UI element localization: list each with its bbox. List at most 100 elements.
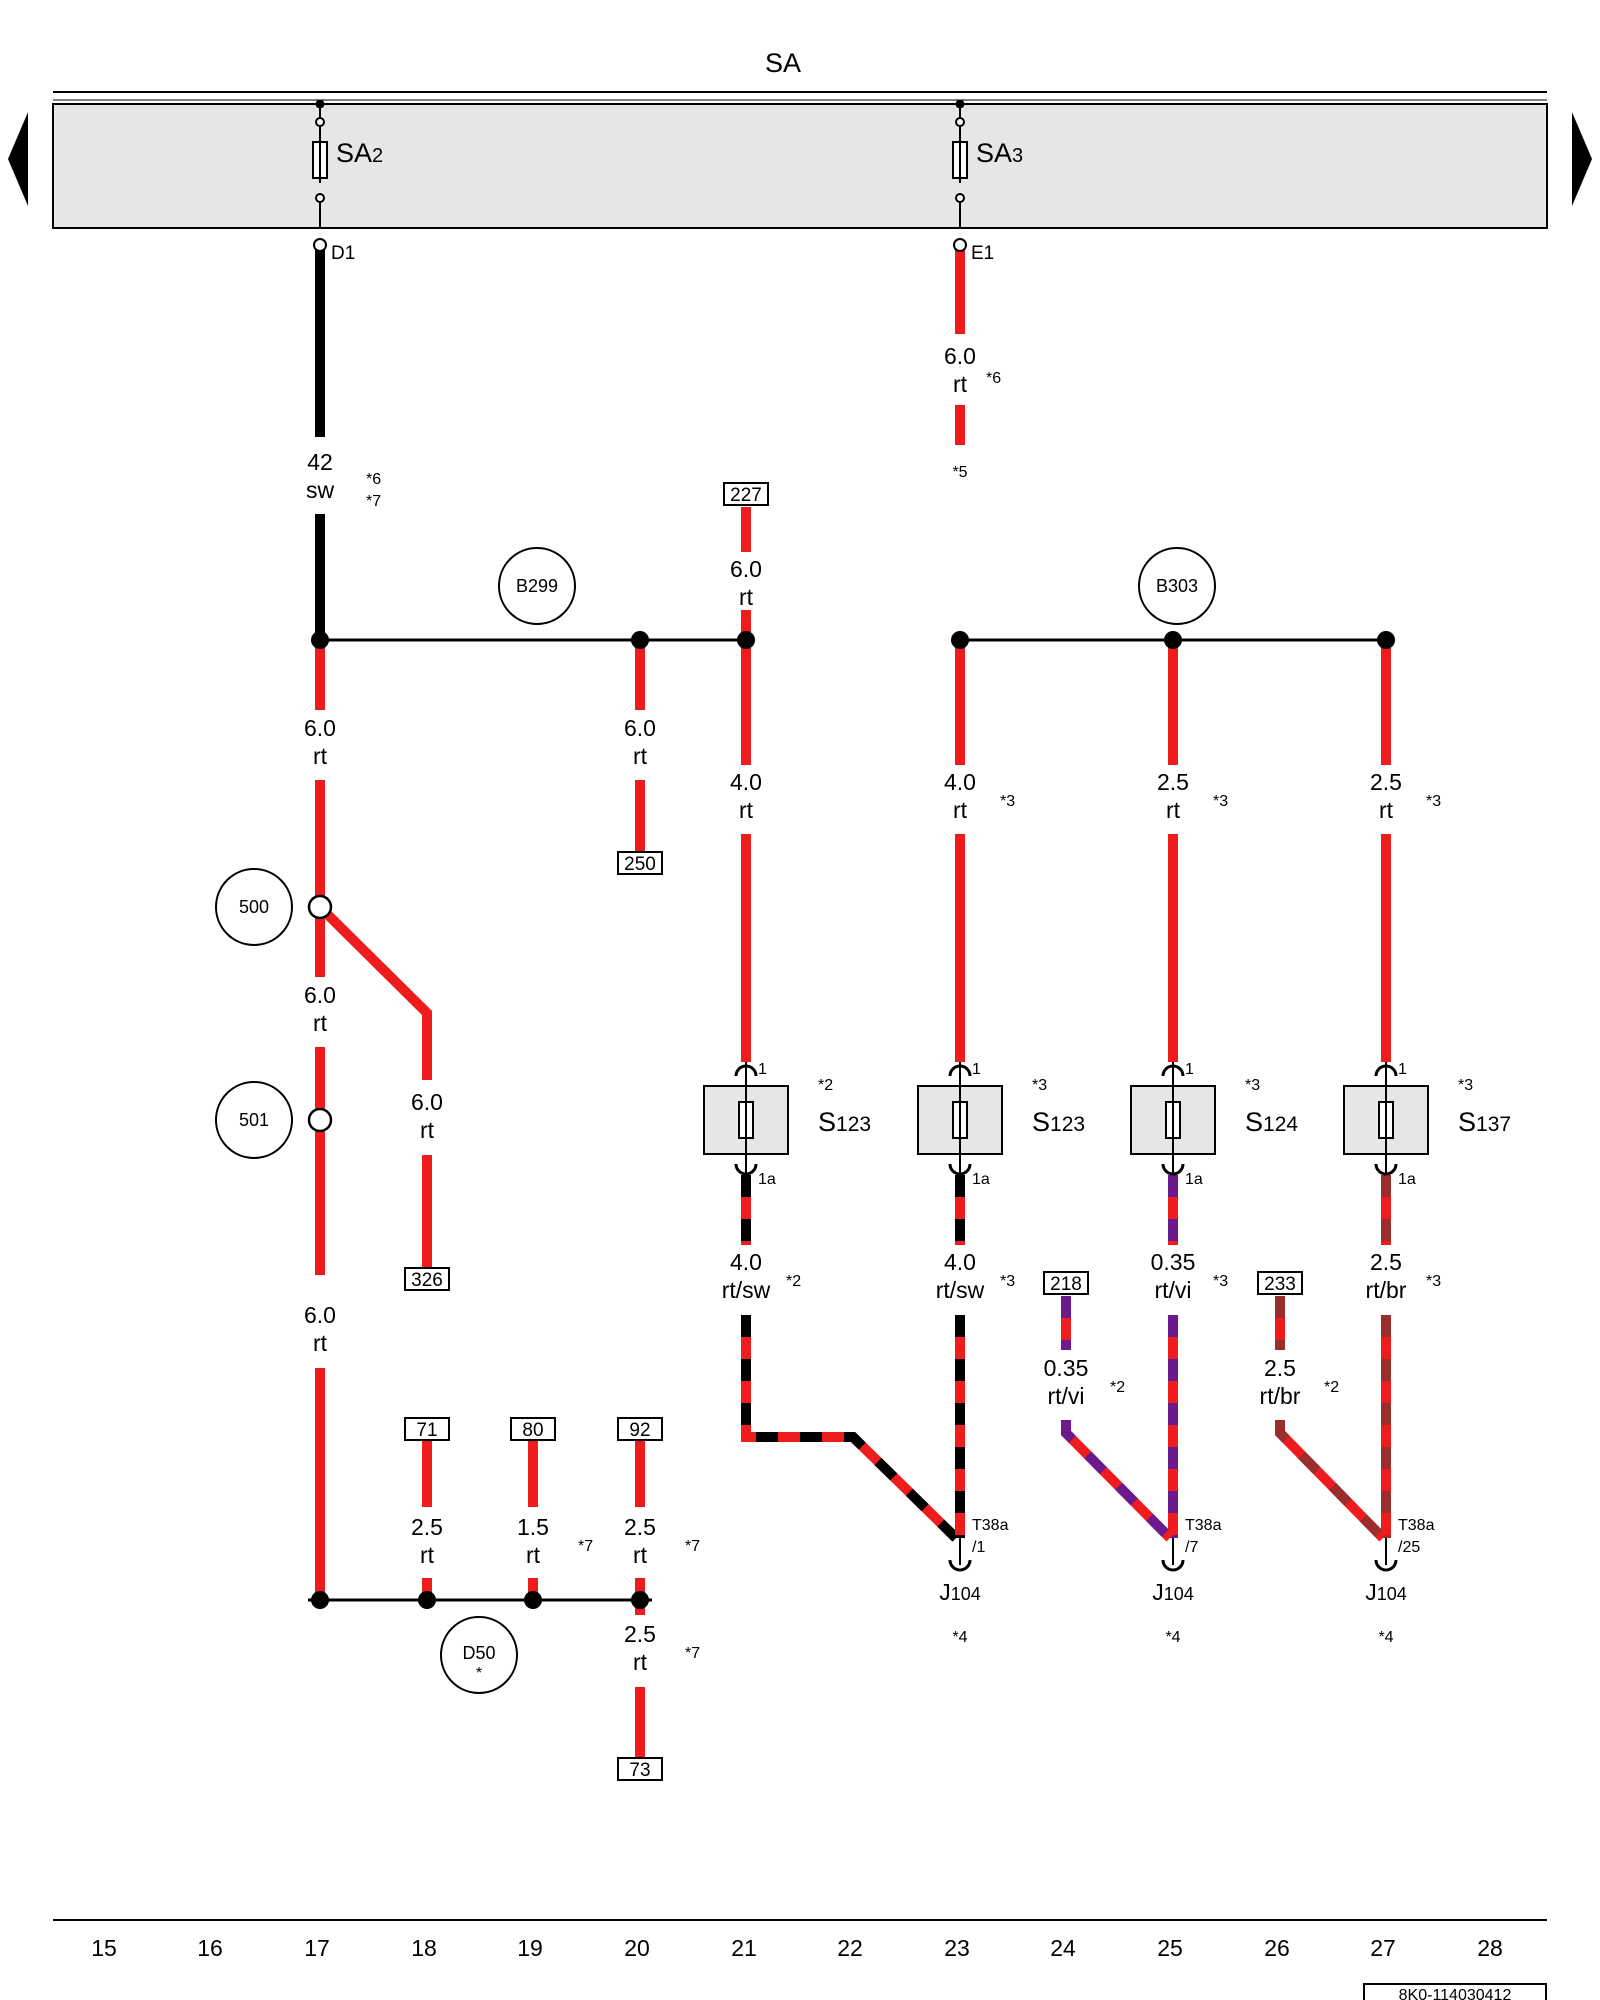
svg-text:4.0: 4.0 xyxy=(944,769,976,795)
grid-number: 19 xyxy=(517,1935,543,1961)
svg-text:/25: /25 xyxy=(1398,1539,1420,1556)
grid-number: 24 xyxy=(1050,1935,1076,1961)
circle-d50: D50 * xyxy=(440,1616,518,1694)
ref-218: 218 xyxy=(1043,1271,1089,1295)
wire-label-21-rt-sw: 4.0 rt/sw *2 xyxy=(722,1249,802,1303)
svg-text:*3: *3 xyxy=(1032,1077,1047,1094)
svg-text:rt: rt xyxy=(633,1542,648,1568)
svg-text:*3: *3 xyxy=(1458,1077,1473,1094)
svg-text:T38a: T38a xyxy=(1185,1517,1222,1534)
circle-b303: B303 xyxy=(1138,547,1216,625)
fuse-box-s123-b: 1 1a *3 S123 xyxy=(917,1061,1085,1188)
grid-number: 20 xyxy=(624,1935,650,1961)
svg-text:326: 326 xyxy=(411,1270,443,1291)
ref-73: 73 xyxy=(617,1757,663,1781)
fuse-box-s137: 1 1a *3 S137 xyxy=(1343,1061,1511,1188)
svg-text:*7: *7 xyxy=(685,1538,700,1555)
ref-326: 326 xyxy=(404,1267,450,1291)
svg-text:0.35: 0.35 xyxy=(1044,1355,1089,1381)
wire-label-92: 2.5 rt *7 xyxy=(624,1514,700,1568)
svg-text:73: 73 xyxy=(629,1760,650,1781)
svg-text:rt: rt xyxy=(420,1117,435,1143)
svg-text:227: 227 xyxy=(730,485,762,506)
svg-text:B303: B303 xyxy=(1156,576,1198,596)
svg-text:250: 250 xyxy=(624,854,656,875)
svg-text:8K0-114030412: 8K0-114030412 xyxy=(1399,1987,1512,2000)
wire-label-e1: 6.0 rt *6 *5 xyxy=(944,343,1001,481)
svg-text:*3: *3 xyxy=(1213,1273,1228,1290)
circle-501: 501 xyxy=(215,1081,293,1159)
svg-text:rt: rt xyxy=(953,371,968,397)
svg-text:T38a: T38a xyxy=(972,1517,1009,1534)
svg-text:rt/br: rt/br xyxy=(1366,1277,1407,1303)
svg-text:4.0: 4.0 xyxy=(730,769,762,795)
wire-label-250: 6.0 rt xyxy=(624,715,656,769)
grid-number: 15 xyxy=(91,1935,117,1961)
svg-text:S123: S123 xyxy=(1032,1107,1085,1137)
svg-text:2.5: 2.5 xyxy=(1157,769,1189,795)
svg-text:1: 1 xyxy=(972,1061,981,1078)
wire-label-71: 2.5 rt xyxy=(411,1514,443,1568)
svg-text:0.35: 0.35 xyxy=(1151,1249,1196,1275)
svg-text:80: 80 xyxy=(522,1420,543,1441)
svg-text:42: 42 xyxy=(307,449,333,475)
svg-text:J104: J104 xyxy=(939,1579,981,1605)
wire-label-73: 2.5 rt *7 xyxy=(624,1621,700,1675)
svg-text:rt: rt xyxy=(953,797,968,823)
fuse-box-s123-a: 1 1a *2 S123 xyxy=(703,1061,871,1188)
wire-label-218: 0.35 rt/vi *2 xyxy=(1044,1355,1126,1409)
connector-j104-1: T38a /1 J104 *4 xyxy=(939,1517,1008,1646)
grid-number: 23 xyxy=(944,1935,970,1961)
svg-text:*4: *4 xyxy=(1378,1629,1393,1646)
wire-label-80: 1.5 rt *7 xyxy=(517,1514,593,1568)
svg-text:/1: /1 xyxy=(972,1539,985,1556)
svg-text:*3: *3 xyxy=(1245,1077,1260,1094)
grid-number: 22 xyxy=(837,1935,863,1961)
svg-text:6.0: 6.0 xyxy=(944,343,976,369)
svg-text:4.0: 4.0 xyxy=(944,1249,976,1275)
svg-text:*2: *2 xyxy=(1324,1379,1339,1396)
wire-label-21: 4.0 rt xyxy=(730,769,762,823)
wire-label-233: 2.5 rt/br *2 xyxy=(1260,1355,1340,1409)
svg-text:2.5: 2.5 xyxy=(624,1621,656,1647)
wire-label-17-b: 6.0 rt xyxy=(304,982,336,1036)
fuse-box-s124: 1 1a *3 S124 xyxy=(1130,1061,1298,1188)
wire-label-25-rt-vi: 0.35 rt/vi *3 xyxy=(1151,1249,1229,1303)
svg-text:*3: *3 xyxy=(1000,1273,1015,1290)
wire-218 xyxy=(1061,1296,1174,1542)
svg-text:sw: sw xyxy=(306,477,335,503)
wire-label-326: 6.0 rt xyxy=(411,1089,443,1143)
wire-233 xyxy=(1275,1296,1387,1542)
ref-71: 71 xyxy=(404,1417,450,1441)
svg-text:1.5: 1.5 xyxy=(517,1514,549,1540)
svg-text:6.0: 6.0 xyxy=(304,1302,336,1328)
fuse-bar xyxy=(52,91,1548,229)
wire-label-17-c: 6.0 rt xyxy=(304,1302,336,1356)
pin-e1: E1 xyxy=(971,243,994,264)
svg-text:*7: *7 xyxy=(578,1538,593,1555)
svg-text:rt/vi: rt/vi xyxy=(1154,1277,1191,1303)
wire-label-227: 6.0 rt xyxy=(730,556,762,610)
wire-label-27: 2.5 rt *3 xyxy=(1370,769,1441,823)
svg-text:*6: *6 xyxy=(986,370,1001,387)
svg-text:S124: S124 xyxy=(1245,1107,1298,1137)
svg-text:*3: *3 xyxy=(1426,1273,1441,1290)
nav-right-arrow-icon[interactable] xyxy=(1572,112,1592,206)
fuse-sa3-label: SA3 xyxy=(976,138,1023,168)
grid-number: 25 xyxy=(1157,1935,1183,1961)
svg-text:rt/vi: rt/vi xyxy=(1047,1383,1084,1409)
circle-500: 500 xyxy=(215,868,293,946)
svg-text:rt: rt xyxy=(633,1649,648,1675)
connector-j104-7: T38a /7 J104 *4 xyxy=(1152,1517,1221,1646)
grid-numbers: 15 16 17 18 19 20 21 22 23 24 25 26 27 2… xyxy=(91,1935,1503,1961)
svg-text:2.5: 2.5 xyxy=(1370,769,1402,795)
ref-233: 233 xyxy=(1257,1271,1303,1295)
ref-227: 227 xyxy=(723,482,769,506)
nav-left-arrow-icon[interactable] xyxy=(8,112,28,206)
svg-text:*4: *4 xyxy=(952,1629,967,1646)
svg-text:*2: *2 xyxy=(786,1273,801,1290)
svg-text:233: 233 xyxy=(1264,1274,1296,1295)
wire-500-326 xyxy=(316,903,432,1268)
grid-number: 18 xyxy=(411,1935,437,1961)
wire-label-23-rt-sw: 4.0 rt/sw *3 xyxy=(936,1249,1016,1303)
